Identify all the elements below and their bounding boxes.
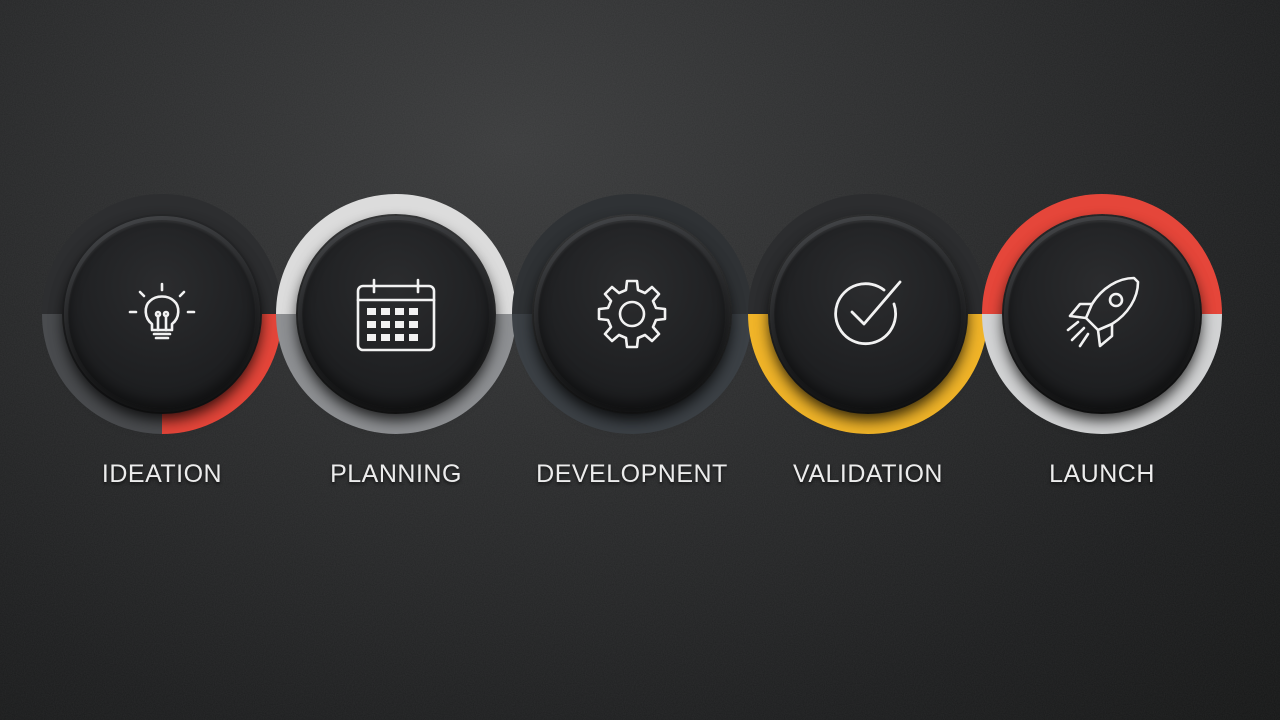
launch-face	[1008, 220, 1196, 408]
step-label: DEVELOPNENT	[536, 460, 728, 488]
ideation-badge	[42, 194, 282, 434]
step-label: VALIDATION	[793, 460, 943, 488]
step-planning: PLANNING	[276, 194, 516, 488]
development-badge	[512, 194, 752, 434]
planning-ring	[276, 194, 516, 434]
step-ideation: IDEATION	[42, 194, 282, 488]
planning-badge	[276, 194, 516, 434]
calendar-icon	[356, 274, 436, 354]
validation-badge	[748, 194, 988, 434]
gear-icon	[592, 274, 672, 354]
validation-face	[774, 220, 962, 408]
development-ring	[512, 194, 752, 434]
validation-ring	[748, 194, 988, 434]
step-development: DEVELOPNENT	[512, 194, 752, 488]
lightbulb-icon	[122, 274, 202, 354]
step-validation: VALIDATION	[748, 194, 988, 488]
rocket-icon	[1062, 274, 1142, 354]
ideation-face	[68, 220, 256, 408]
step-label: PLANNING	[330, 460, 462, 488]
ideation-ring	[42, 194, 282, 434]
launch-ring	[982, 194, 1222, 434]
step-label: LAUNCH	[1049, 460, 1155, 488]
launch-badge	[982, 194, 1222, 434]
checkmark-icon	[828, 274, 908, 354]
step-launch: LAUNCH	[982, 194, 1222, 488]
development-face	[538, 220, 726, 408]
step-label: IDEATION	[101, 460, 223, 488]
